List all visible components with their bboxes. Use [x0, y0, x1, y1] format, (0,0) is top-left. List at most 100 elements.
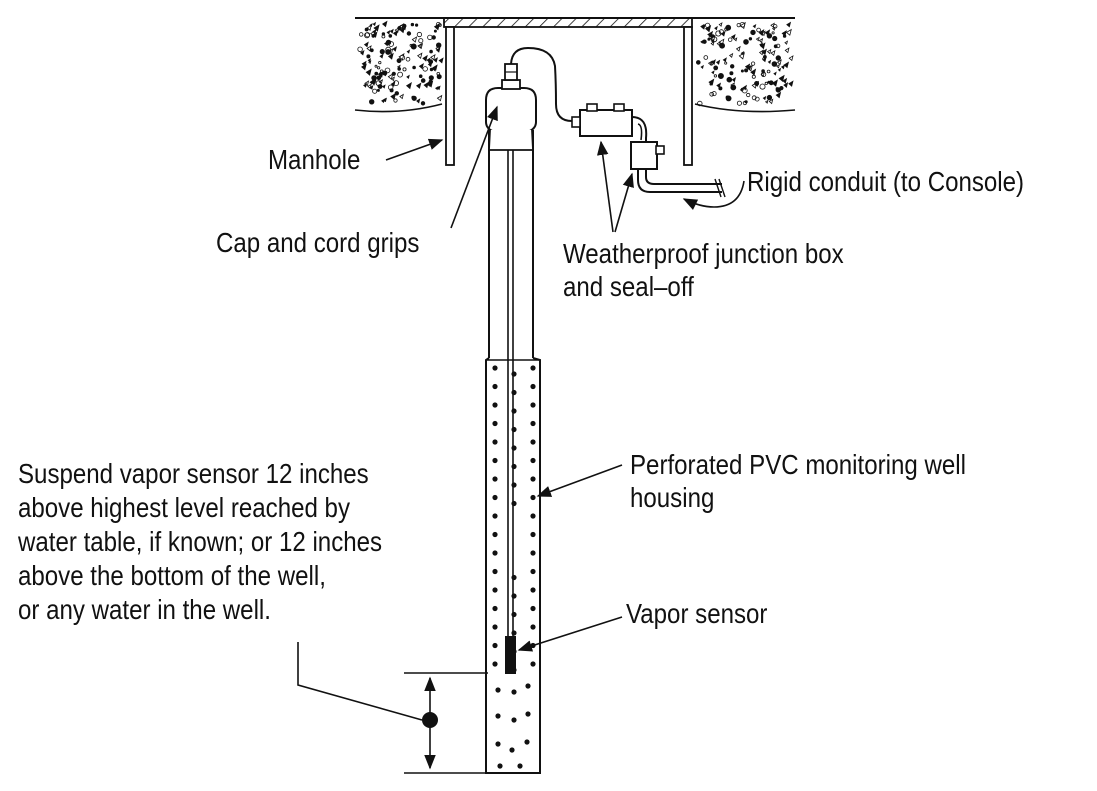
gravel-particle [747, 64, 753, 72]
perforation-hole [492, 476, 498, 482]
gravel-texture [357, 20, 794, 107]
gravel-particle [364, 27, 369, 32]
gravel-particle [697, 100, 703, 107]
gravel-particle [416, 31, 422, 38]
dimension-indicator [297, 642, 488, 774]
gravel-particle [775, 87, 779, 90]
gravel-particle [387, 48, 394, 56]
gravel-particle [411, 95, 417, 101]
gravel-particle [388, 34, 393, 38]
gravel-particle [730, 82, 736, 88]
gravel-particle [431, 64, 438, 72]
gravel-particle [730, 64, 735, 69]
gravel-particle [711, 91, 717, 97]
gravel-particle [738, 52, 745, 60]
gravel-particle [744, 100, 748, 104]
gravel-particle [718, 86, 723, 91]
gravel-particle [761, 48, 767, 56]
gravel-particle [433, 22, 441, 31]
perforation-hole [511, 445, 517, 451]
gravel-particle [777, 67, 782, 72]
gravel-particle [433, 57, 438, 63]
gravel-particle [366, 24, 372, 31]
gravel-particle [710, 40, 715, 46]
gravel-particle [766, 33, 773, 39]
gravel-particle [433, 29, 437, 33]
gravel-particle [376, 66, 381, 70]
perforation-hole [530, 476, 536, 482]
gravel-particle [776, 63, 780, 69]
perforation-hole [497, 763, 503, 769]
label-pvc-housing: Perforated PVC monitoring well housing [630, 449, 966, 513]
gravel-particle [422, 54, 428, 62]
gravel-particle [773, 71, 777, 76]
gravel-particle [716, 41, 721, 47]
gravel-particle [710, 38, 715, 44]
gravel-particle [377, 84, 382, 89]
gravel-particle [770, 49, 776, 56]
gravel-particle [390, 76, 395, 82]
gravel-particle [783, 82, 789, 88]
perforation-hole [492, 494, 498, 501]
gravel-particle [389, 28, 394, 34]
junction-leader-2 [614, 172, 634, 233]
gravel-particle [414, 23, 419, 27]
gravel-particle [755, 36, 760, 42]
perforation-hole [530, 494, 536, 501]
perforation-hole [492, 661, 498, 667]
gravel-particle [422, 66, 428, 72]
gravel-particle [436, 85, 441, 91]
gravel-particle [367, 58, 372, 63]
perforation-hole [511, 408, 517, 414]
gravel-particle [759, 42, 764, 47]
perforation-hole [511, 463, 517, 470]
gravel-particle [379, 72, 382, 75]
gravel-particle [713, 74, 718, 78]
perforation-hole [511, 389, 517, 396]
gravel-particle [399, 93, 404, 100]
gravel-particle [359, 32, 364, 37]
gravel-particle [733, 37, 738, 42]
gravel-particle [784, 40, 789, 45]
perforation-hole [530, 420, 536, 427]
perforation-hole [492, 568, 498, 575]
gravel-particle [782, 34, 787, 38]
gravel-particle [728, 96, 732, 100]
perforation-hole [530, 587, 536, 593]
gravel-particle [711, 70, 715, 75]
gravel-particle [736, 22, 741, 28]
gravel-particle [393, 98, 398, 103]
gravel-particle [767, 59, 772, 65]
gravel-particle [416, 52, 423, 59]
perforation-hole [492, 642, 498, 649]
manhole-leader [385, 138, 444, 161]
gravel-particle [719, 42, 725, 49]
perforation-hole [524, 739, 530, 745]
perforation-hole [530, 457, 536, 464]
gravel-particle [715, 59, 721, 65]
gravel-particle [771, 61, 778, 67]
perforation-hole [492, 365, 498, 371]
label-cap-and-cord-grips: Cap and cord grips [216, 227, 420, 258]
gravel-particle [402, 25, 407, 31]
perforation-hole [517, 763, 523, 769]
gravel-particle [387, 52, 394, 60]
gravel-particle [775, 43, 781, 49]
manhole-structure [443, 17, 693, 166]
perforation-hole [530, 439, 536, 445]
gravel-particle [707, 30, 714, 38]
manhole-cover [443, 17, 693, 28]
gravel-particle [416, 82, 422, 89]
gravel-particle [420, 78, 426, 83]
gravel-particle [713, 65, 719, 71]
gravel-particle [405, 82, 412, 90]
gravel-particle [740, 69, 744, 73]
perforation-hole [492, 402, 498, 408]
gravel-particle [788, 55, 794, 62]
gravel-particle [391, 71, 396, 76]
gravel-particle [700, 39, 704, 44]
manhole-wall-left [445, 26, 455, 166]
manhole-wall-right [683, 26, 693, 166]
gravel-particle [397, 71, 404, 78]
gravel-particle [740, 50, 745, 56]
